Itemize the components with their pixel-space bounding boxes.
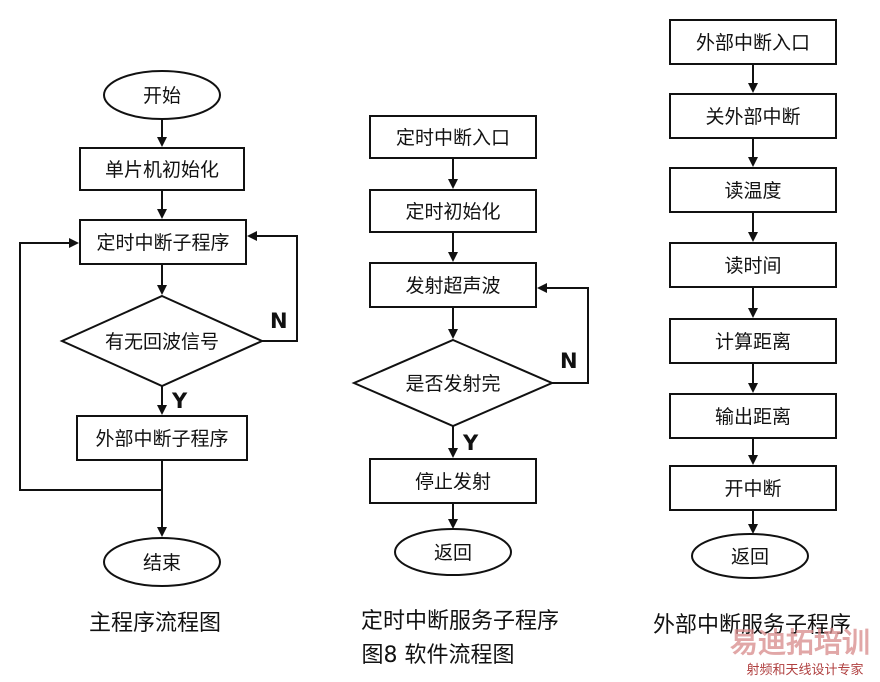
ext-enable-label: 开中断 [724,478,781,500]
main-start-label: 开始 [143,85,181,107]
ext-return-terminal [691,533,809,579]
watermark-brand: 易迪拓培训 [730,626,870,659]
figure-caption: 图8 软件流程图 [362,643,515,668]
ext-calc-label: 计算距离 [715,331,791,353]
ext-output-label: 输出距离 [715,406,791,428]
ext-read-time-label: 读时间 [724,255,781,277]
timer-emit-label: 发射超声波 [405,275,500,297]
ext-disable-box [669,93,837,139]
timer-caption: 定时中断服务子程序 [361,609,559,634]
ext-read-time-box [669,242,837,288]
main-timer-sub-label: 定时中断子程序 [96,232,229,254]
timer-no-loop [537,283,589,384]
timer-yes-label: Y [462,431,479,455]
ext-read-temp-label: 读温度 [724,180,781,202]
ext-return-label: 返回 [731,546,769,568]
external-flowchart: 外部中断入口 关外部中断 读温度 读时间 计算距离 输出距离 开中断 返回 外部… [653,19,851,638]
ext-enable-box [669,465,837,511]
main-ext-sub-box [76,415,248,461]
main-no-loop [247,231,298,342]
main-end-terminal [103,537,221,587]
ext-calc-box [669,318,837,364]
timer-emit-box [369,262,537,308]
timer-entry-box [369,115,537,159]
main-flowchart: 开始 单片机初始化 定时中断子程序 有无回波信号 N Y 外部中断子程序 结束 … [19,70,298,636]
timer-entry-label: 定时中断入口 [396,127,510,149]
main-init-box [79,147,245,191]
main-echo-label: 有无回波信号 [105,331,219,353]
main-end-label: 结束 [143,552,181,574]
ext-output-box [669,393,837,439]
ext-caption: 外部中断服务子程序 [653,613,851,638]
timer-init-box [369,189,537,233]
timer-return-label: 返回 [434,542,472,564]
main-yes-label: Y [171,389,188,413]
main-outer-loop [19,238,162,491]
watermark: 易迪拓培训 射频和天线设计专家 [730,626,870,678]
ext-entry-box [669,19,837,65]
timer-stop-label: 停止发射 [415,471,491,493]
main-no-label: N [270,309,288,333]
main-init-label: 单片机初始化 [105,159,219,181]
timer-return-terminal [394,528,512,576]
timer-flowchart: 定时中断入口 定时初始化 发射超声波 是否发射完 N Y 停止发射 返回 定时中… [351,115,589,668]
ext-disable-label: 关外部中断 [705,106,800,128]
ext-entry-label: 外部中断入口 [696,32,810,54]
timer-done-label: 是否发射完 [405,373,500,395]
main-ext-sub-label: 外部中断子程序 [95,428,228,450]
timer-no-label: N [560,349,578,373]
timer-init-label: 定时初始化 [405,201,500,223]
main-caption: 主程序流程图 [89,611,221,636]
watermark-tagline: 射频和天线设计专家 [746,662,863,678]
